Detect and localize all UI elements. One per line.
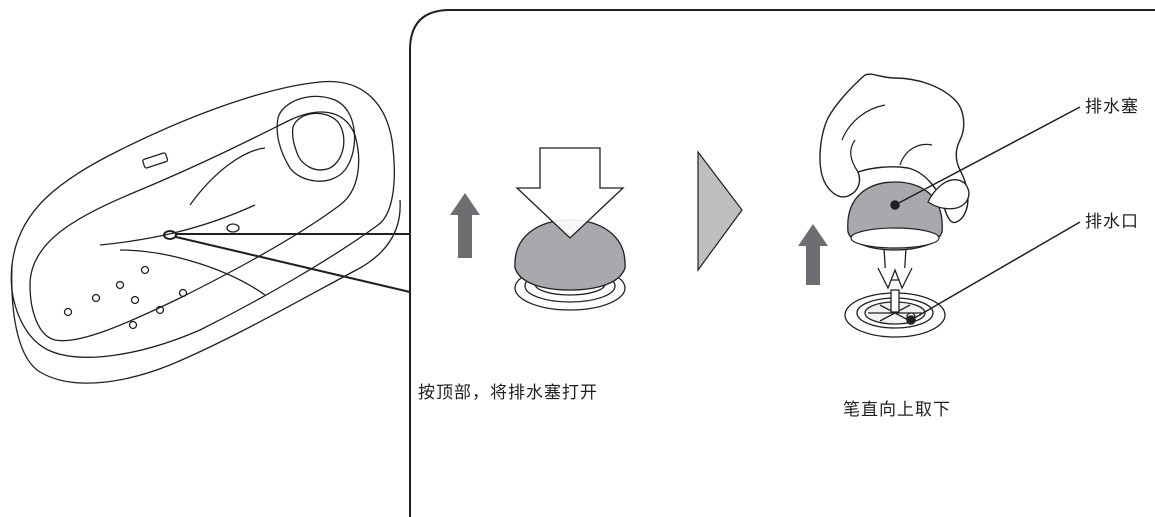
step-2-caption: 笔直向上取下 xyxy=(843,400,951,420)
drain-stopper-cap xyxy=(514,219,626,291)
hand-icon xyxy=(819,73,969,224)
jet-nozzle xyxy=(91,293,101,303)
jet-nozzle xyxy=(63,307,73,317)
stem-fins xyxy=(877,267,913,290)
jet-nozzle xyxy=(130,295,140,305)
jet-nozzle xyxy=(128,320,138,330)
drain-outlet xyxy=(844,289,946,338)
bathtub-overflow-fitting xyxy=(226,223,240,233)
step-1-caption: 按顶部，将排水塞打开 xyxy=(418,383,598,403)
up-arrow-icon xyxy=(450,193,480,258)
stopper-stem xyxy=(877,247,913,290)
jet-nozzle xyxy=(140,265,150,275)
jet-nozzles xyxy=(63,265,188,330)
jet-nozzle xyxy=(178,288,188,298)
bathtub-control-panel xyxy=(142,152,169,169)
callout-leaders xyxy=(890,106,1081,325)
leader-drain-stopper xyxy=(894,106,1081,206)
zoom-line-bottom xyxy=(175,236,411,293)
hand-thumb xyxy=(927,179,970,210)
next-step-chevron-icon xyxy=(697,150,743,272)
step-2-illustration xyxy=(798,73,970,338)
step-1-illustration xyxy=(450,147,626,311)
jet-nozzle xyxy=(155,305,165,315)
hand-finger-lines xyxy=(841,104,933,173)
zoom-leader-lines xyxy=(175,233,420,293)
jet-nozzle xyxy=(115,280,125,290)
bathtub-armrest-line xyxy=(189,147,266,206)
callout-label-drain-stopper: 排水塞 xyxy=(1085,97,1139,117)
bathtub-inner-basin xyxy=(29,111,360,342)
leader-dot-outlet xyxy=(906,315,916,325)
callout-label-drain-outlet: 排水口 xyxy=(1085,212,1139,232)
leader-dot-stopper xyxy=(890,200,900,210)
bathtub-illustration xyxy=(10,80,401,384)
detail-panel-frame xyxy=(409,9,1155,517)
bathtub-step-line xyxy=(119,249,266,296)
up-arrow-icon xyxy=(798,224,828,285)
bathtub-outer-rim xyxy=(10,80,395,358)
bathtub-step-line-2 xyxy=(99,204,256,246)
headrest-outline xyxy=(276,95,356,182)
headrest-inner xyxy=(291,112,345,171)
stopper-skirt xyxy=(850,227,940,249)
leader-drain-outlet xyxy=(910,221,1081,321)
bathtub-outer-side xyxy=(11,199,401,384)
press-down-arrow-icon xyxy=(515,147,625,239)
outlet-pin xyxy=(890,289,900,313)
